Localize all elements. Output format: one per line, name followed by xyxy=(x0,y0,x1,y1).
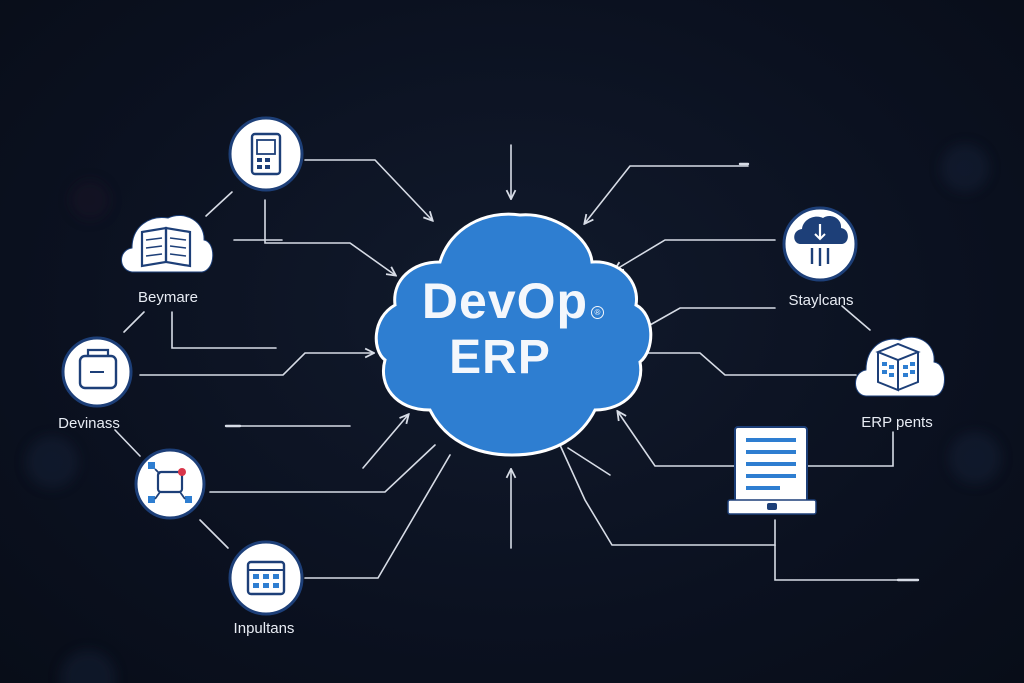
center-title-line1: DevOp xyxy=(421,273,589,329)
connector-hub xyxy=(209,444,436,493)
mobile-device-icon xyxy=(228,116,304,192)
book-icon xyxy=(121,215,214,273)
monitor-document-icon xyxy=(727,426,817,515)
connector-topleft-to-book xyxy=(205,191,233,217)
connector-staylcans xyxy=(615,239,776,270)
connector-top-right xyxy=(585,165,749,223)
cloud-download-icon xyxy=(782,206,858,282)
briefcase-icon xyxy=(61,336,133,408)
label-beymare: Beymare xyxy=(137,289,199,306)
label-staylcans: Staylcans xyxy=(788,292,854,309)
connector-staylcans-to-erp xyxy=(841,305,871,331)
connector-erp-pents xyxy=(644,352,857,376)
connector-monitor-2 xyxy=(567,447,611,476)
connector-inpultans xyxy=(304,454,451,579)
connector-devinass-to-hub xyxy=(114,429,141,457)
connector-lines xyxy=(114,144,920,582)
connector-beymare-to-devinass xyxy=(123,311,145,333)
network-hub-icon xyxy=(134,448,206,520)
connector-monitor xyxy=(559,444,776,546)
connector-beymare xyxy=(171,311,277,349)
connector-bottom-right xyxy=(774,544,919,581)
center-title-line2: ERP xyxy=(449,331,551,384)
label-inpultans: Inpultans xyxy=(233,620,295,637)
connector-staylcans-2 xyxy=(649,307,776,326)
connector-top-left-2 xyxy=(264,199,395,275)
calendar-grid-icon xyxy=(228,540,304,616)
connector-hub-2 xyxy=(362,415,408,469)
connector-top-left xyxy=(304,159,432,220)
label-erp-pents: ERP pents xyxy=(861,414,933,431)
server-cube-icon xyxy=(855,336,945,397)
connector-devinass xyxy=(139,353,373,376)
background-bokeh xyxy=(26,144,1001,683)
central-cloud xyxy=(374,212,653,457)
registered-mark: ® xyxy=(591,306,604,319)
connector-hub-to-calendar xyxy=(199,519,229,549)
label-devinass: Devinass xyxy=(58,415,120,432)
